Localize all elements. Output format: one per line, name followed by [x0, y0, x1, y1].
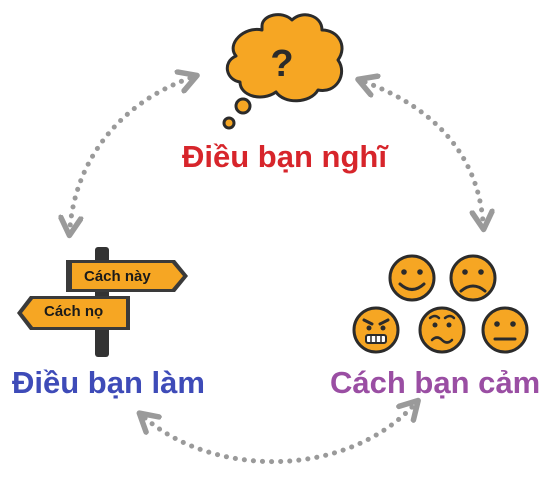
action-label: Điều bạn làm: [12, 365, 205, 400]
question-mark-icon: ?: [270, 43, 293, 85]
arrow-thought-to-action: [70, 78, 190, 228]
thought-label: Điều bạn nghĩ: [182, 139, 387, 174]
worried-face-icon: [418, 306, 466, 354]
arrow-thought-to-feeling: [365, 82, 483, 222]
signpost-icon: [17, 247, 188, 357]
neutral-face-icon: [481, 306, 529, 354]
happy-face-icon: [388, 254, 436, 302]
arrow-action-to-feeling: [145, 406, 413, 464]
thought-cloud-icon: ?: [222, 13, 344, 130]
signpost-top-label: Cách này: [84, 268, 151, 285]
signpost-bottom-label: Cách nọ: [44, 303, 104, 320]
sad-face-icon: [449, 254, 497, 302]
feeling-label: Cách bạn cảm: [330, 365, 541, 400]
angry-face-icon: [352, 306, 400, 354]
